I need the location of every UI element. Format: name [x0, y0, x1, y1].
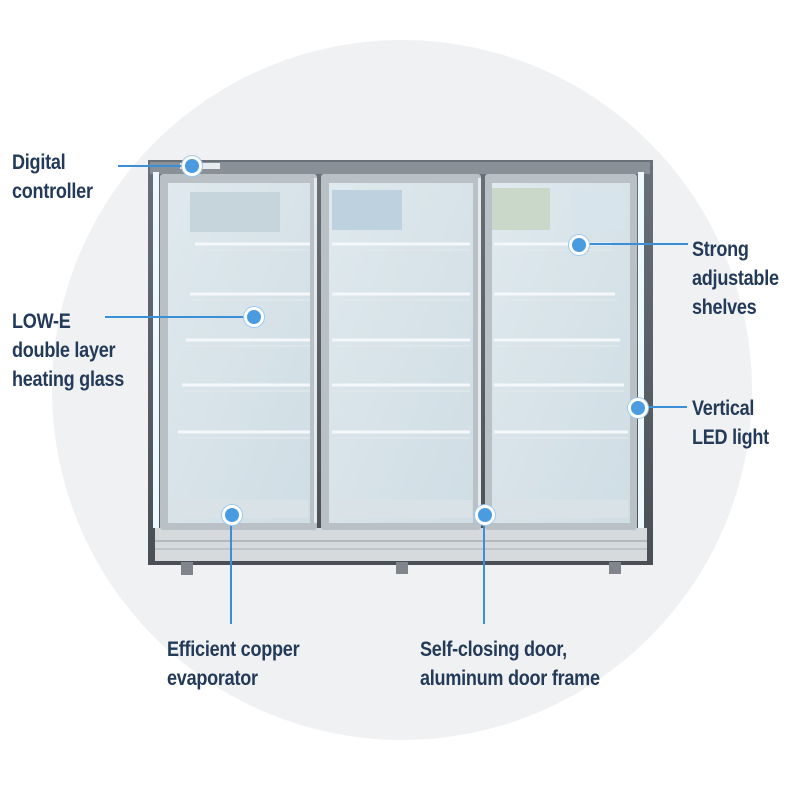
callout-line-evaporator [230, 514, 232, 624]
label-self-closing-door: Self-closing door, aluminum door frame [420, 635, 600, 693]
door-left [160, 174, 317, 530]
dot-icon [244, 307, 264, 327]
label-line: Self-closing door, [420, 638, 567, 661]
callout-line-door [483, 514, 485, 624]
dot-icon [182, 156, 202, 176]
label-line: Digital [12, 151, 66, 174]
foot [396, 562, 408, 574]
label-line: evaporator [167, 667, 258, 690]
dot-icon [222, 505, 242, 525]
callout-line-led [637, 406, 687, 408]
label-line: LOW-E [12, 310, 71, 333]
top-trim [150, 162, 650, 174]
label-line: double layer [12, 339, 116, 362]
label-evaporator: Efficient copper evaporator [167, 635, 300, 693]
label-line: Vertical [692, 397, 755, 420]
label-line: Strong [692, 238, 749, 261]
led-strip-left [153, 172, 159, 528]
label-line: Efficient copper [167, 638, 300, 661]
door-middle [321, 174, 481, 530]
shelves [178, 242, 628, 434]
callout-line-controller [118, 165, 188, 167]
callout-line-low-e [105, 316, 253, 318]
dot-icon [628, 398, 648, 418]
foot [609, 562, 621, 574]
label-digital-controller: Digital controller [12, 148, 93, 206]
label-line: LED light [692, 426, 769, 449]
base-panel [155, 528, 647, 561]
foot [181, 562, 193, 575]
label-strong-shelves: Strong adjustable shelves [692, 235, 779, 322]
label-line: aluminum door frame [420, 667, 600, 690]
label-line: heating glass [12, 368, 125, 391]
label-line: adjustable [692, 267, 779, 290]
label-vertical-led: Vertical LED light [692, 394, 769, 452]
label-line: shelves [692, 296, 757, 319]
callout-line-shelves [578, 243, 688, 245]
led-strip-right [638, 172, 644, 528]
door-right [485, 174, 637, 530]
label-low-e-glass: LOW-E double layer heating glass [12, 307, 124, 394]
dot-icon [475, 505, 495, 525]
dot-icon [569, 235, 589, 255]
label-line: controller [12, 180, 93, 203]
